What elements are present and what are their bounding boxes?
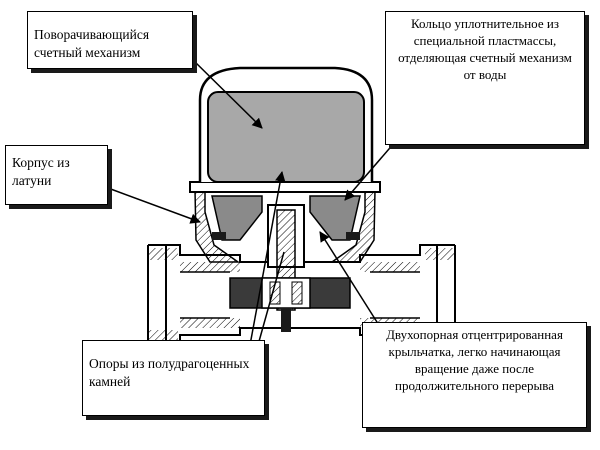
callout-brass-body: Корпус из латуни — [5, 145, 108, 205]
callout-jewel-bearings: Опоры из полудрагоценных камней — [82, 340, 265, 416]
leader-lines — [107, 59, 396, 346]
pipe-inner-lines — [180, 271, 420, 319]
callout-counting-mechanism: Поворачивающийся счетный механизм — [27, 11, 193, 69]
callout-impeller: Двухопорная отцентрированная крыльчатка,… — [362, 322, 587, 428]
counting-mechanism — [198, 66, 374, 183]
callout-sealing-ring: Кольцо уплотнительное из специальной пла… — [385, 11, 585, 145]
sealing-ring — [211, 195, 361, 241]
